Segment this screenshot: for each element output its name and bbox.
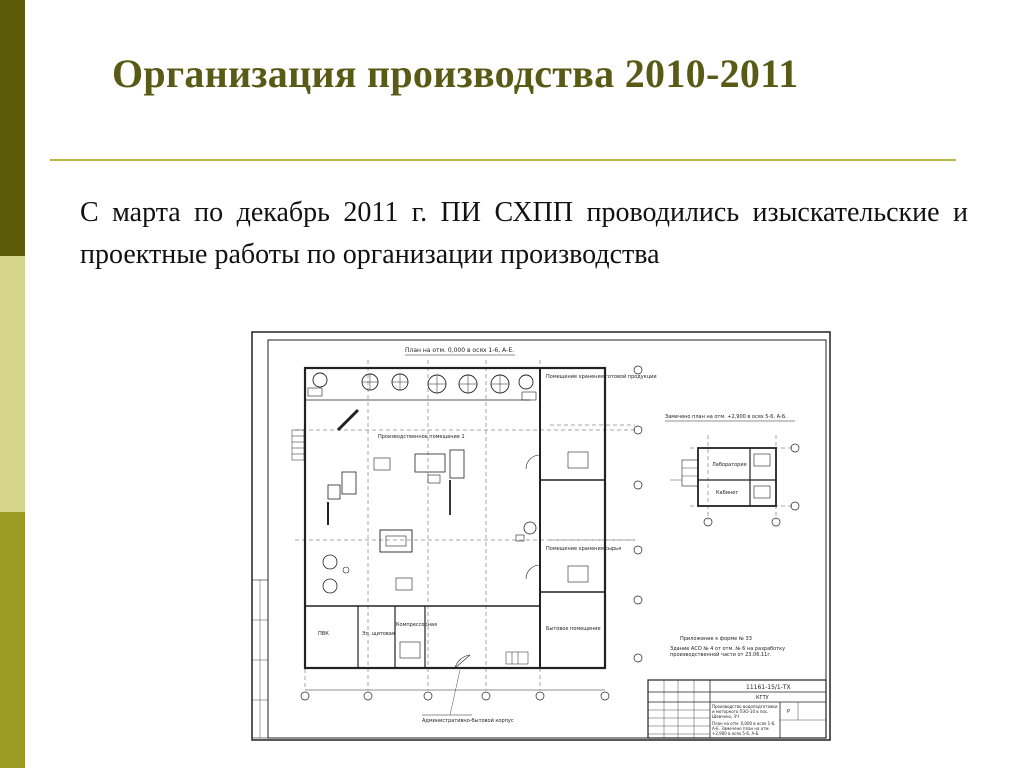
side-room-cabinet: Кабинет <box>716 490 738 496</box>
room-label-storage-mid: Помещение хранения сырья <box>546 546 621 552</box>
stamp-sheet-label: Р <box>787 709 790 715</box>
room-label-compressor: Компрессорная <box>396 622 437 628</box>
decor-bar-mid <box>0 512 25 768</box>
stamp-org: КГТУ <box>756 695 769 701</box>
side-room-laboratory: Лаборатория <box>712 462 747 468</box>
room-label-storage-top: Помещение хранения готовой продукции <box>546 373 657 380</box>
decor-bar-light <box>0 256 25 512</box>
room-label-pbk: ПВК <box>318 631 329 637</box>
stamp-description: Производство водоподготовки и моторного … <box>712 704 778 719</box>
side-plan-title: Замечено план на отм. +2,900 в осях 5-6,… <box>665 414 787 420</box>
room-label-household: Бытовое помещение <box>546 626 601 632</box>
slide-title: Организация производства 2010-2011 <box>112 51 799 96</box>
drawing-note-text: Здание АСО № 4 от отм. № 6 на разработку… <box>670 646 786 658</box>
stamp-code: 11161-15/1-ТХ <box>746 684 791 691</box>
room-label-engineer: Эл. щитовая <box>362 631 395 637</box>
room-label-production: Производственное помещение 1 <box>378 434 465 440</box>
entrance-label: Административно-бытовой корпус <box>422 717 514 724</box>
stamp-sheet-title: План на отм. 0,000 в осях 1-6, А-Е. Заме… <box>712 721 776 736</box>
title-divider <box>50 159 956 161</box>
decor-bar-dark <box>0 0 25 256</box>
plan-title: План на отм. 0,000 в осях 1-6, А-Е. <box>405 347 514 354</box>
slide-body-text: С марта по декабрь 2011 г. ПИ СХПП прово… <box>80 197 968 270</box>
floor-plan-drawing: План на отм. 0,000 в осях 1-6, А-Е. <box>250 330 832 742</box>
appendix-note: Приложение к форме № 33 <box>680 636 752 642</box>
